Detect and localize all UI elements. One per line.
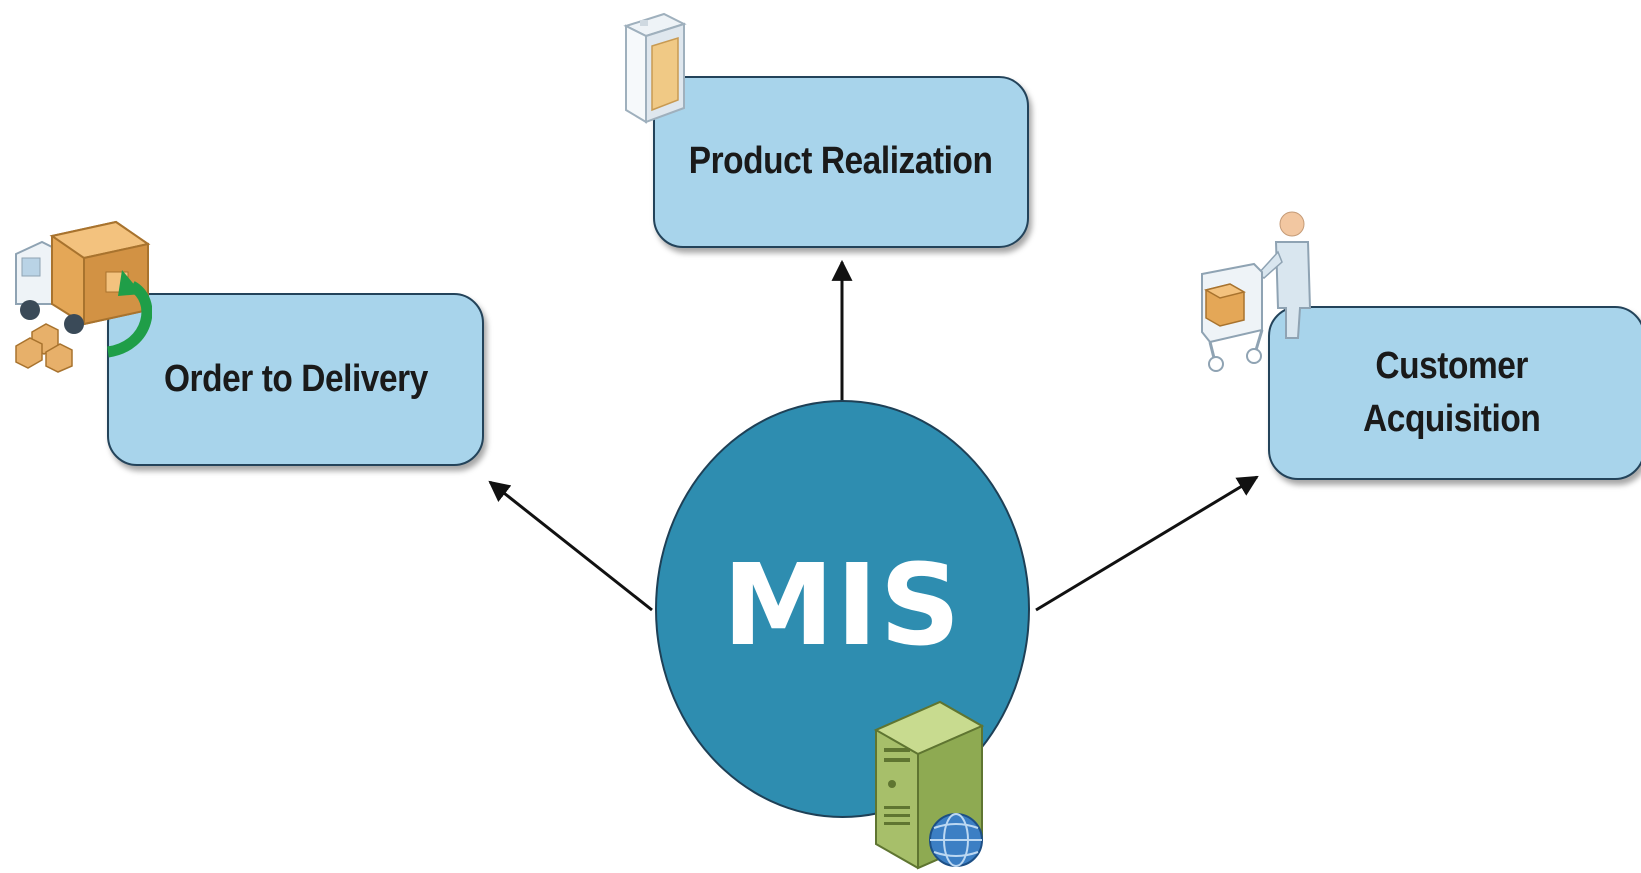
server-globe-icon [873,700,985,870]
product-realization-label: Product Realization [689,140,993,183]
order-to-delivery-label: Order to Delivery [163,357,428,400]
product-box-icon [623,12,687,124]
order-to-delivery-box: Order to Delivery [107,293,484,466]
shopper-cart-icon [1201,211,1312,372]
customer-acquisition-label: Customer Acquisition [1362,344,1541,440]
delivery-truck-icon [15,220,152,373]
mis-label: MIS [722,541,963,671]
arrow-to-customer [1035,475,1259,612]
arrow-to-order [488,480,653,612]
product-realization-box: Product Realization [653,76,1029,248]
customer-acquisition-box: Customer Acquisition [1268,306,1641,480]
